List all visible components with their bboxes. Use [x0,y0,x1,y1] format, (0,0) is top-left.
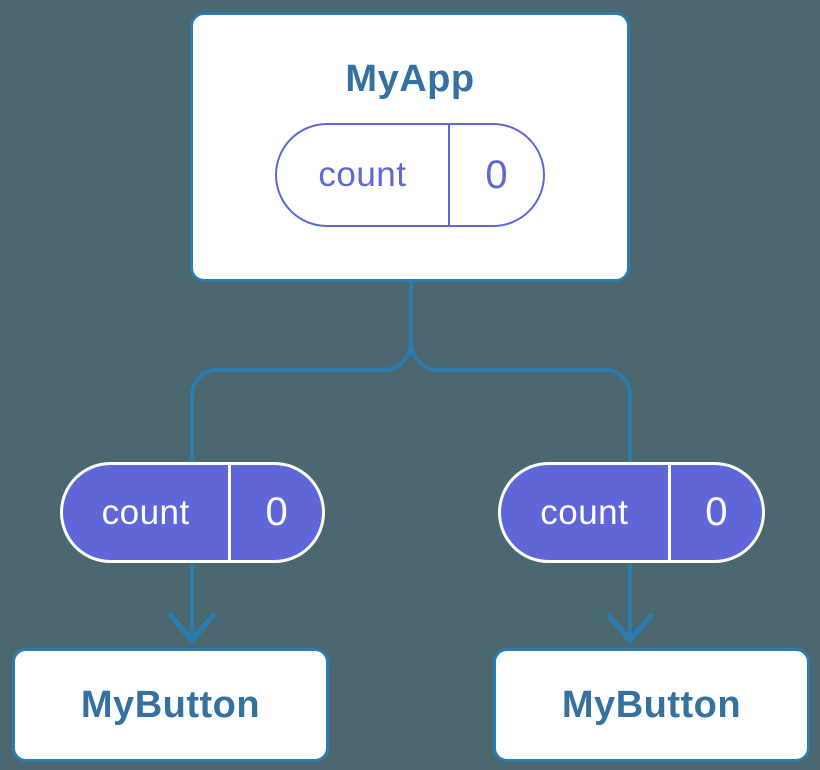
connector-left-branch [190,281,413,640]
state-value-cell: 0 [231,465,322,560]
connector-right-branch [409,341,632,640]
state-label: count [101,492,190,532]
arrow-down-right-icon [606,613,654,643]
root-state-pill: count 0 [275,123,545,227]
state-label: count [318,155,407,194]
state-label-cell: count [63,465,232,560]
state-value-cell: 0 [450,125,543,225]
state-label-cell: count [277,125,450,225]
child-state-pill-right: count 0 [498,462,765,563]
state-value-cell: 0 [671,465,762,560]
state-value: 0 [485,152,508,197]
child-component-title: MyButton [561,683,742,726]
state-value: 0 [705,490,728,534]
child-component-title: MyButton [80,683,261,726]
arrow-down-left-icon [168,613,216,643]
state-value: 0 [265,490,288,534]
state-label-cell: count [501,465,671,560]
root-component-card: MyApp count 0 [190,12,630,282]
child-state-pill-left: count 0 [60,462,325,563]
root-component-title: MyApp [345,58,475,100]
child-component-card-left: MyButton [12,648,329,762]
state-label: count [540,492,629,532]
child-component-card-right: MyButton [493,648,810,762]
